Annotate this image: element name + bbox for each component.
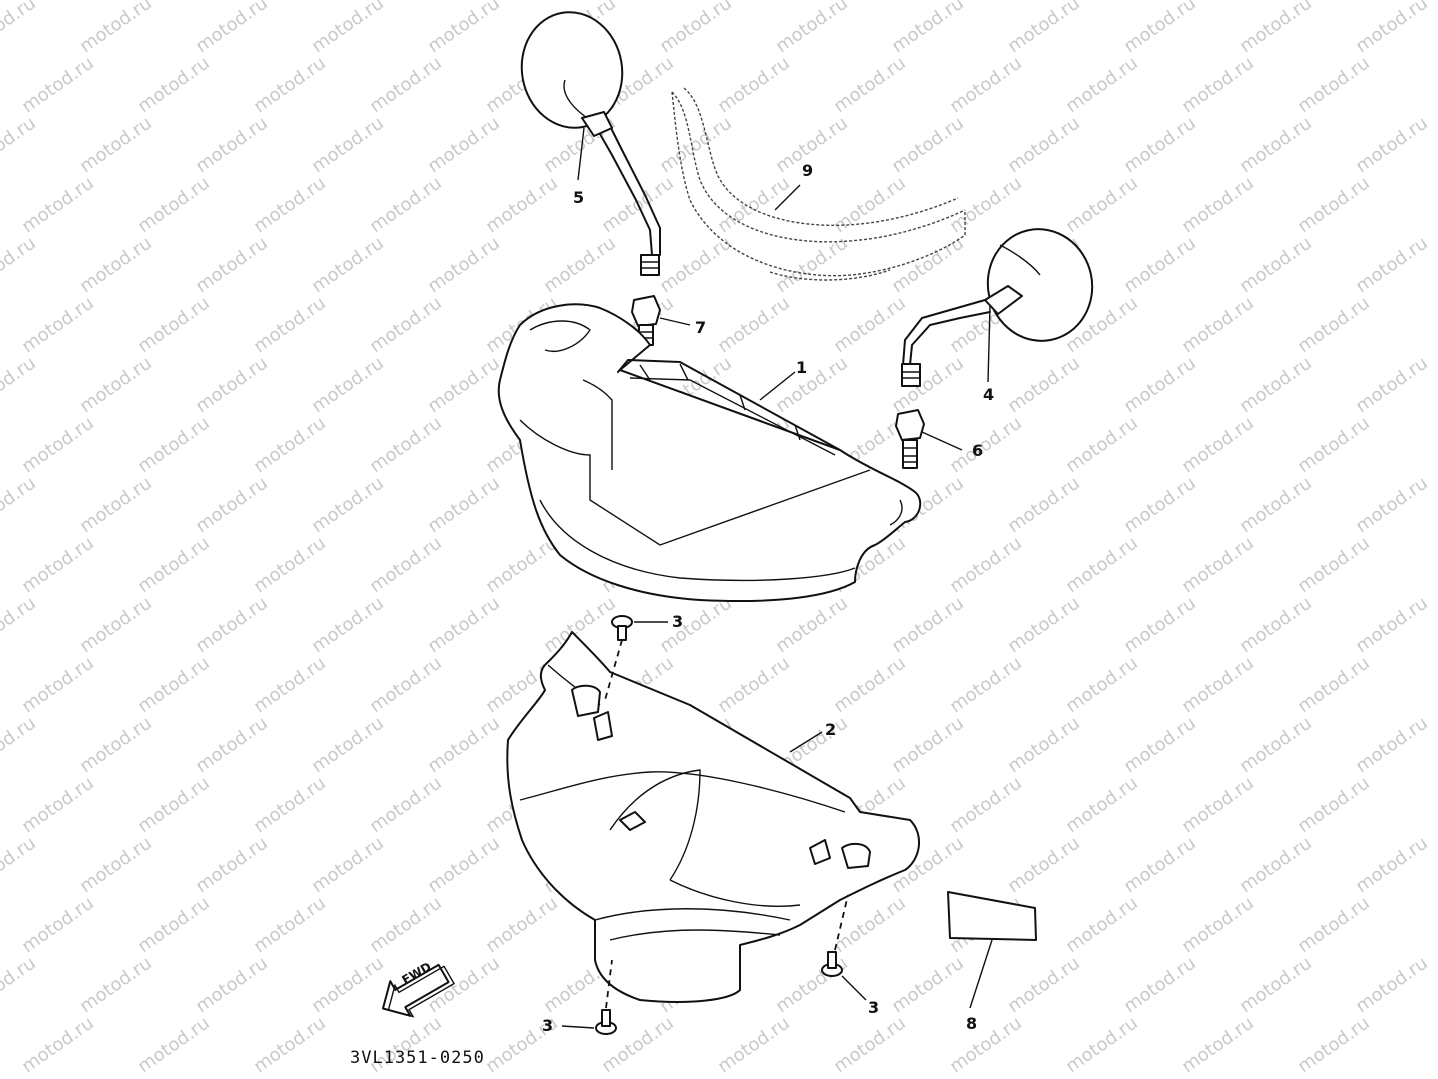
callout-7: 7 [695,318,707,337]
lower-cover-icon [506,631,921,1003]
callout-3-right: 3 [868,998,880,1017]
callout-1: 1 [796,358,808,377]
leader-5 [577,127,585,181]
fwd-arrow-icon [381,963,455,1018]
leader-2 [789,731,823,753]
drawing-code: 3VL1351-0250 [350,1048,485,1068]
mirror-left-icon [520,11,661,276]
callout-3-bottom: 3 [542,1016,554,1035]
callout-6: 6 [972,441,984,460]
callout-2: 2 [825,720,837,739]
leader-7 [659,317,691,326]
screw-icon-top [604,615,668,701]
nut-icon-right [895,409,925,469]
handlebar-icon [671,87,966,281]
callout-3-top: 3 [672,612,684,631]
callout-8: 8 [966,1014,978,1033]
leader-6 [921,431,963,451]
label-plate-icon [947,891,1037,1009]
callout-5: 5 [573,188,585,207]
callout-4: 4 [983,385,995,404]
leader-4 [987,305,991,383]
mirror-right-icon [901,228,1094,387]
leader-1 [759,371,796,401]
upper-cover-icon [497,303,922,603]
screw-icon-right [821,894,867,1001]
callout-9: 9 [802,161,814,180]
screw-icon-bottom [561,959,617,1035]
